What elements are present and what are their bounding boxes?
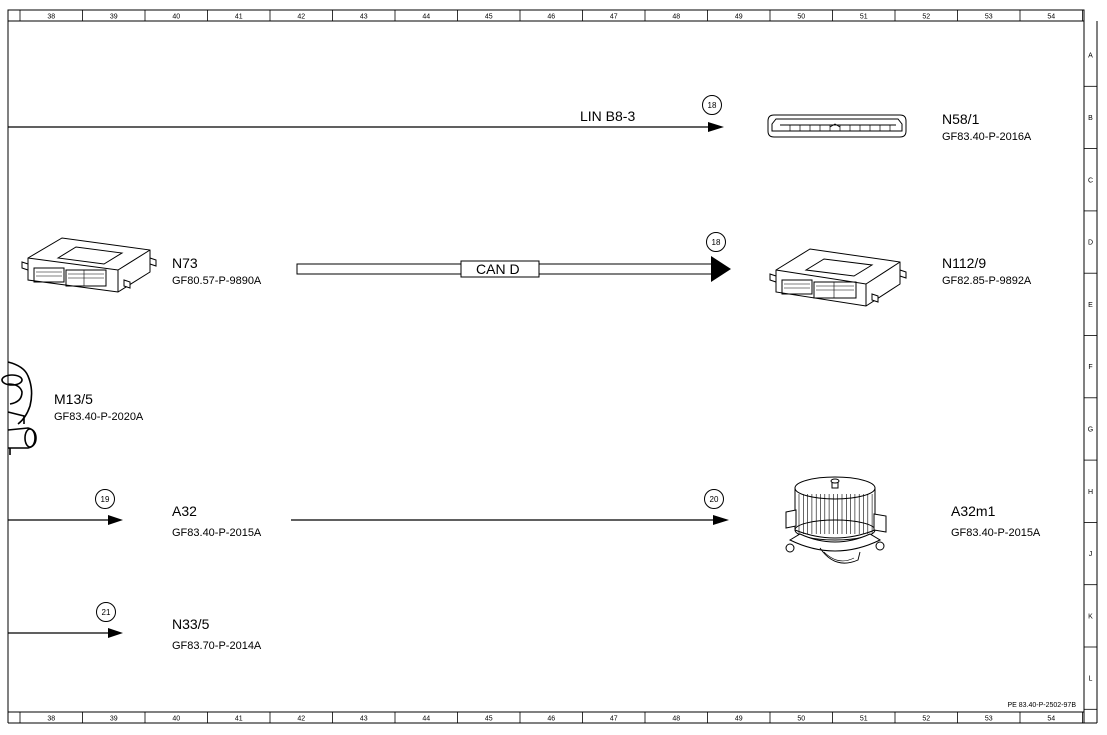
column-label: 50 bbox=[797, 14, 805, 21]
column-label: 40 bbox=[172, 716, 180, 723]
ref-circle-21: 21 bbox=[96, 602, 116, 622]
lin-bus-label: LIN B8-3 bbox=[580, 108, 635, 124]
can-bus-line bbox=[296, 256, 731, 282]
row-label: B bbox=[1088, 115, 1093, 122]
column-label: 51 bbox=[860, 716, 868, 723]
right-row-ruler: A B C D E F G H J K L bbox=[1084, 53, 1097, 710]
column-label: 44 bbox=[422, 716, 430, 723]
a32m1-code: GF83.40-P-2015A bbox=[951, 527, 1041, 539]
column-label: 49 bbox=[735, 14, 743, 21]
arrow-head-icon bbox=[108, 515, 123, 525]
ref-number: 18 bbox=[708, 101, 717, 110]
n73-name: N73 bbox=[172, 255, 198, 271]
n58-1-name: N58/1 bbox=[942, 111, 980, 127]
m13-5-name: M13/5 bbox=[54, 391, 93, 407]
column-label: 41 bbox=[235, 716, 243, 723]
bottom-column-ruler: 38 39 40 41 42 43 44 45 46 47 48 49 50 51 52 53 54 bbox=[19, 712, 1083, 723]
column-label: 52 bbox=[922, 716, 930, 723]
column-label: 38 bbox=[47, 14, 55, 21]
row-label: F bbox=[1088, 364, 1092, 371]
row-label: H bbox=[1088, 489, 1093, 496]
column-label: 39 bbox=[110, 14, 118, 21]
row-label: A bbox=[1088, 53, 1093, 60]
column-label: 43 bbox=[360, 14, 368, 21]
column-label: 54 bbox=[1047, 716, 1055, 723]
column-label: 53 bbox=[985, 14, 993, 21]
arrow-head-icon bbox=[713, 515, 729, 525]
ref-number: 19 bbox=[101, 495, 110, 504]
arrow-head-icon bbox=[108, 628, 123, 638]
column-label: 49 bbox=[735, 716, 743, 723]
m13-5-code: GF83.40-P-2020A bbox=[54, 411, 144, 423]
column-label: 41 bbox=[235, 14, 243, 21]
a32m1-name: A32m1 bbox=[951, 503, 996, 519]
ref-circle-lin: 18 bbox=[702, 95, 722, 115]
column-label: 45 bbox=[485, 716, 493, 723]
row-label: J bbox=[1089, 551, 1093, 558]
pump-motor-icon bbox=[1, 361, 37, 455]
n33-5-line bbox=[8, 628, 123, 638]
n33-5-code: GF83.70-P-2014A bbox=[172, 640, 262, 652]
n112-9-code: GF82.85-P-9892A bbox=[942, 275, 1032, 287]
column-label: 54 bbox=[1047, 14, 1055, 21]
a32-code: GF83.40-P-2015A bbox=[172, 527, 262, 539]
column-label: 47 bbox=[610, 716, 618, 723]
row-label: G bbox=[1088, 426, 1093, 433]
document-id: PE 83.40-P-2502-97B bbox=[1008, 702, 1077, 709]
ref-circle-19: 19 bbox=[95, 489, 115, 509]
column-label: 53 bbox=[985, 716, 993, 723]
arrow-head-icon bbox=[711, 256, 731, 282]
n112-9-name: N112/9 bbox=[942, 255, 986, 271]
column-label: 47 bbox=[610, 14, 618, 21]
lin-bus-line bbox=[8, 122, 724, 132]
column-label: 40 bbox=[172, 14, 180, 21]
column-label: 51 bbox=[860, 14, 868, 21]
column-label: 45 bbox=[485, 14, 493, 21]
row-label: D bbox=[1088, 240, 1093, 247]
column-label: 52 bbox=[922, 14, 930, 21]
column-label: 43 bbox=[360, 716, 368, 723]
row-label: E bbox=[1088, 302, 1093, 309]
n33-5-name: N33/5 bbox=[172, 616, 210, 632]
arrow-head-icon bbox=[708, 122, 724, 132]
column-label: 46 bbox=[547, 14, 555, 21]
blower-motor-icon bbox=[785, 476, 887, 564]
a32-left-line bbox=[8, 515, 123, 525]
column-label: 42 bbox=[297, 14, 305, 21]
ref-number: 21 bbox=[102, 608, 111, 617]
ref-circle-can: 18 bbox=[706, 232, 726, 252]
n73-code: GF80.57-P-9890A bbox=[172, 275, 262, 287]
can-bus-label: CAN D bbox=[476, 261, 520, 277]
column-label: 38 bbox=[47, 716, 55, 723]
n58-1-code: GF83.40-P-2016A bbox=[942, 131, 1032, 143]
column-label: 48 bbox=[672, 14, 680, 21]
row-label: C bbox=[1088, 177, 1093, 184]
column-label: 39 bbox=[110, 716, 118, 723]
column-label: 48 bbox=[672, 716, 680, 723]
sheet-frame bbox=[7, 9, 1098, 724]
control-panel-icon bbox=[767, 114, 907, 138]
column-label: 44 bbox=[422, 14, 430, 21]
column-label: 50 bbox=[797, 716, 805, 723]
column-label: 46 bbox=[547, 716, 555, 723]
ref-number: 18 bbox=[712, 238, 721, 247]
column-label: 42 bbox=[297, 716, 305, 723]
a32-name: A32 bbox=[172, 503, 197, 519]
control-unit-icon-n73 bbox=[21, 237, 157, 293]
a32-right-line bbox=[291, 515, 729, 525]
ref-circle-20: 20 bbox=[704, 489, 724, 509]
top-column-ruler: 38 39 40 41 42 43 44 45 46 47 48 49 50 51 52 53 54 bbox=[19, 10, 1083, 21]
control-unit-icon-n112-9 bbox=[769, 248, 907, 307]
row-label: L bbox=[1089, 676, 1093, 683]
ref-number: 20 bbox=[710, 495, 719, 504]
row-label: K bbox=[1088, 613, 1093, 620]
